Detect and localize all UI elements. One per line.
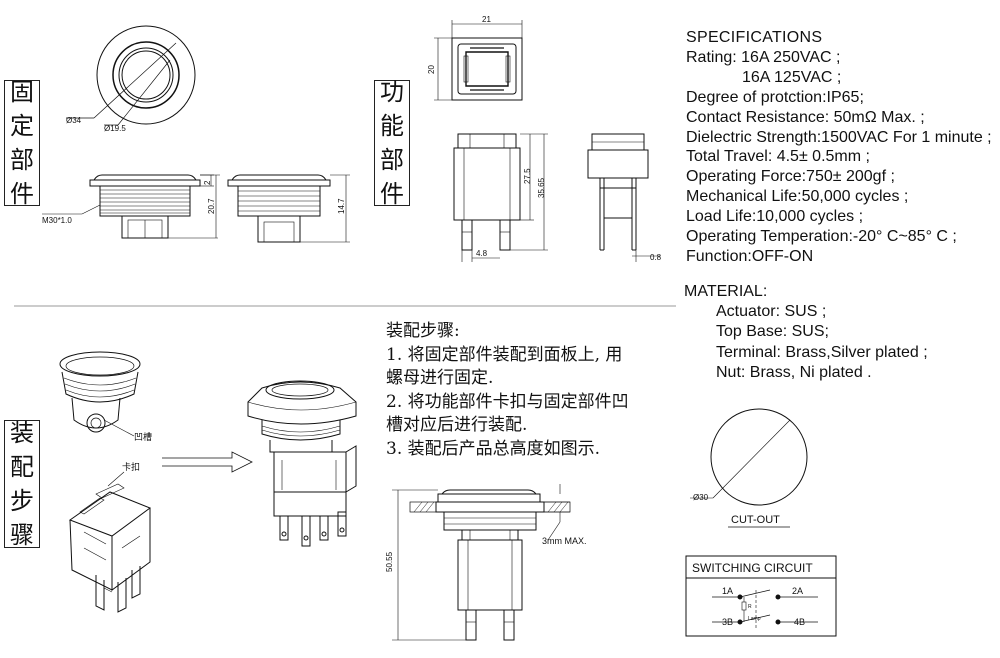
dim-panel-max: 3mm MAX.	[542, 536, 587, 546]
dim-20: 20	[427, 65, 436, 74]
dim-14-7: 14.7	[337, 198, 346, 214]
label-char: 骤	[10, 521, 34, 549]
terminal-1a: 1A	[722, 586, 733, 596]
specifications-block: SPECIFICATIONS Rating: 16A 250VAC ; 16A …	[686, 28, 992, 267]
label-char: 装	[10, 419, 34, 447]
label-char: 件	[10, 180, 34, 208]
dim-20-7: 20.7	[207, 198, 216, 214]
assembly-title: 装配步骤:	[386, 321, 460, 341]
assembly-steps-text: 装配步骤: 1. 将固定部件装配到面板上, 用 螺母进行固定. 2. 将功能部件…	[386, 320, 686, 461]
switching-circuit: SWITCHING CIRCUIT 1A 2A 3B 4B R Lamp	[685, 555, 837, 637]
label-char: 功	[380, 78, 404, 106]
dim-2: 2	[203, 180, 212, 185]
dim-dia30: Ø30	[693, 493, 709, 502]
dim-4-8: 4.8	[476, 249, 488, 258]
resistor-label: R	[748, 604, 752, 610]
label-char: 定	[10, 112, 34, 140]
material-item: Top Base: SUS;	[716, 323, 829, 341]
spec-title: SPECIFICATIONS	[686, 29, 823, 46]
lamp-label: Lamp	[748, 616, 761, 622]
spec-line: Load Life:10,000 cycles ;	[686, 208, 864, 226]
label-char: 部	[380, 146, 404, 174]
spec-line: Total Travel: 4.5± 0.5mm ;	[686, 148, 870, 166]
spec-line: Degree of protction:IP65;	[686, 88, 864, 106]
assembly-line: 槽对应后进行装配.	[386, 415, 528, 435]
assembly-product-iso	[247, 380, 357, 547]
dim-dia19-5: Ø19.5	[104, 124, 126, 133]
spec-line: Dielectric Strength:1500VAC For 1 minute…	[686, 128, 992, 146]
spec-rating: Rating: 16A 250VAC ;	[686, 48, 841, 66]
dim-27-5: 27.5	[523, 168, 532, 184]
fixed-part-front-view: Ø34 Ø19.5	[66, 25, 196, 133]
material-item: Nut: Brass, Ni plated .	[716, 363, 872, 381]
assembly-line: 1. 将固定部件装配到面板上, 用	[386, 344, 623, 365]
assembly-mounted-view: 3mm MAX. 50.55	[385, 484, 587, 641]
label-char: 配	[10, 453, 34, 481]
dim-50-55: 50.55	[385, 551, 394, 572]
functional-parts-label: 功 能 部 件	[374, 78, 410, 208]
spec-line: Operating Force:750± 200gf ;	[686, 168, 895, 186]
dim-0-8: 0.8	[650, 253, 662, 262]
spec-line: Mechanical Life:50,000 cycles ;	[686, 188, 909, 206]
dim-dia34: Ø34	[66, 116, 82, 125]
spec-line: Contact Resistance: 50mΩ Max. ;	[686, 108, 925, 126]
assembly-arrow	[162, 451, 253, 473]
dim-21: 21	[482, 15, 491, 24]
assembly-fixed-part-iso: 凹槽	[59, 351, 152, 442]
label-char: 部	[10, 146, 34, 174]
assembly-line: 3. 装配后产品总高度如图示.	[386, 438, 601, 459]
label-char: 步	[10, 487, 34, 515]
spec-line: Function:OFF-ON	[686, 247, 814, 265]
cutout-label: CUT-OUT	[731, 514, 780, 526]
dim-35-65: 35.65	[537, 177, 546, 198]
assembly-functional-part-iso: 卡扣	[68, 461, 152, 613]
material-item: Terminal: Brass,Silver plated ;	[716, 343, 928, 361]
label-char: 能	[380, 112, 404, 140]
callout-clip: 卡扣	[122, 461, 140, 472]
material-block: MATERIAL: Actuator: SUS ; Top Base: SUS;…	[684, 282, 928, 383]
assembly-steps-label: 装 配 步 骤	[4, 419, 40, 549]
material-item: Actuator: SUS ;	[716, 303, 827, 321]
fixed-part-side-view: 2 20.7 M30*1.0	[42, 174, 220, 239]
fixed-parts-label: 固 定 部 件	[4, 78, 40, 208]
fixed-part-nut-view: 14.7	[227, 174, 350, 243]
spec-rating-2: 16A 125VAC ;	[742, 68, 842, 86]
label-char: 固	[10, 78, 34, 106]
cutout-diagram: Ø30 CUT-OUT	[690, 408, 808, 528]
terminal-2a: 2A	[792, 586, 803, 596]
functional-part-front-view: 27.5 35.65 4.8	[453, 133, 548, 262]
functional-part-top-view: 21 20	[427, 15, 523, 101]
material-title: MATERIAL:	[684, 283, 768, 300]
assembly-line: 螺母进行固定.	[386, 368, 494, 388]
functional-part-side-view: 0.8	[587, 133, 662, 262]
callout-groove: 凹槽	[134, 431, 152, 442]
switching-title: SWITCHING CIRCUIT	[692, 561, 813, 575]
label-char: 件	[380, 180, 404, 208]
spec-line: Operating Temperation:-20° C~85° C ;	[686, 228, 957, 246]
assembly-line: 2. 将功能部件卡扣与固定部件凹	[386, 391, 629, 412]
dim-thread: M30*1.0	[42, 216, 72, 225]
